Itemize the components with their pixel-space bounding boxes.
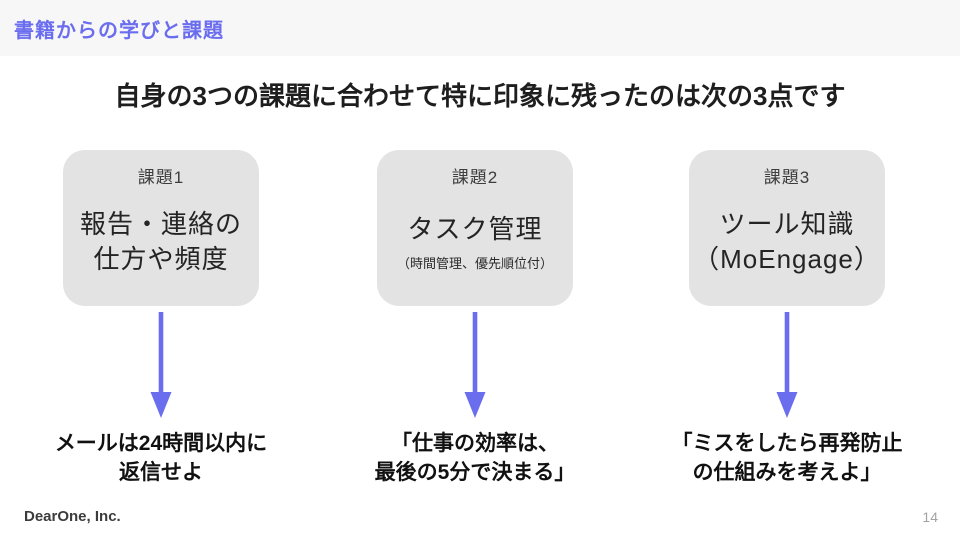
takeaway-quote-line: 「ミスをしたら再発防止 [671, 432, 903, 455]
takeaway-quote-1: メールは24時間以内に 返信せよ [1, 430, 321, 488]
issue-card-label: 課題1 [137, 168, 185, 187]
takeaway-quote-line: の仕組みを考えよ」 [692, 460, 882, 484]
issue-card-title-line: 報告・連絡の [79, 208, 242, 239]
down-arrow-stem [158, 312, 164, 394]
takeaway-quote-line: 返信せよ [119, 460, 203, 484]
takeaway-quote-line: メールは24時間以内に [54, 432, 268, 455]
takeaway-quote-line: 「仕事の効率は、 [391, 432, 559, 455]
main-title: 自身の3つの課題に合わせて特に印象に残ったのは次の3点です [114, 81, 846, 111]
takeaway-quote-line: 最後の5分で決まる」 [374, 460, 576, 484]
down-arrow-icon [150, 312, 172, 418]
issue-card-body: タスク管理 （時間管理、優先順位付） [397, 188, 553, 296]
issue-card-body: 報告・連絡の 仕方や頻度 [80, 188, 242, 296]
issue-card-title-line: タスク管理 [407, 213, 543, 244]
slide-header-title: 書籍からの学びと課題 [14, 19, 224, 42]
company-name: DearOne, Inc. [24, 508, 121, 525]
issue-card-title-line: ツール知識 [719, 208, 855, 239]
issue-card-3: 課題3 ツール知識 （MoEngage） [689, 150, 885, 306]
down-arrow-stem [472, 312, 478, 394]
issue-card-2: 課題2 タスク管理 （時間管理、優先順位付） [377, 150, 573, 306]
down-arrow-stem [784, 312, 790, 394]
issue-card-label: 課題3 [763, 168, 811, 187]
issue-card-label: 課題2 [451, 168, 499, 187]
issue-card-1: 課題1 報告・連絡の 仕方や頻度 [63, 150, 259, 306]
down-arrow-icon [464, 312, 486, 418]
down-arrow-icon [776, 312, 798, 418]
down-arrow-head [464, 392, 486, 418]
issue-card-title-line: 仕方や頻度 [93, 244, 229, 274]
takeaway-quote-2: 「仕事の効率は、 最後の5分で決まる」 [315, 430, 635, 488]
issue-card-title-line: （MoEngage） [693, 244, 881, 274]
down-arrow-head [150, 392, 172, 418]
down-arrow-head [776, 392, 798, 418]
slide-header: 書籍からの学びと課題 [0, 0, 960, 56]
issue-card-body: ツール知識 （MoEngage） [693, 188, 881, 296]
page-number: 14 [922, 509, 938, 525]
takeaway-quote-3: 「ミスをしたら再発防止 の仕組みを考えよ」 [627, 430, 947, 488]
issue-card-subtitle: （時間管理、優先順位付） [396, 256, 553, 272]
